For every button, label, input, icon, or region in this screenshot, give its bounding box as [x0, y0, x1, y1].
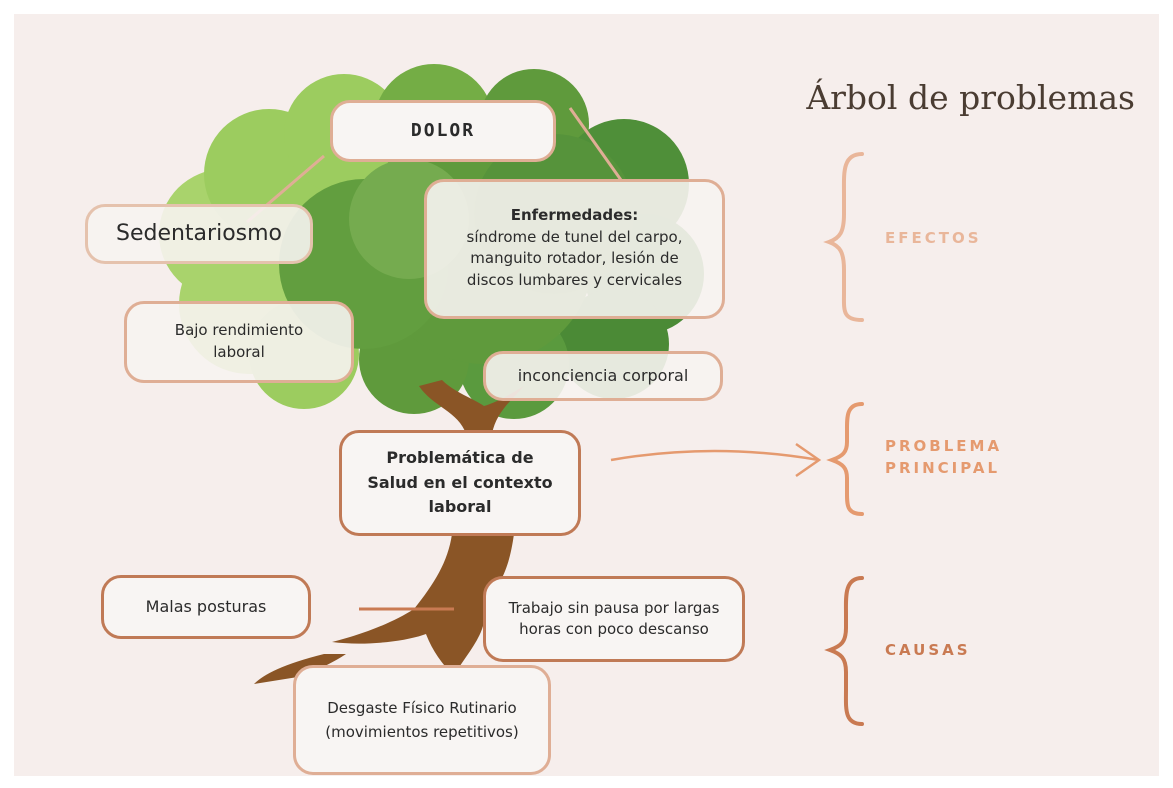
box-enfermedades: Enfermedades: síndrome de tunel del carp…: [424, 179, 725, 319]
box-inconciencia: inconciencia corporal: [483, 351, 723, 401]
tree-trunk: [419, 380, 524, 434]
brace-problema: [826, 402, 864, 516]
connector-dolor-enfermedades: [568, 107, 623, 181]
label-enfermedades-text: síndrome de tunel del carpo, manguito ro…: [466, 227, 683, 290]
label-enfermedades-title: Enfermedades:: [510, 206, 639, 225]
brace-causas: [824, 576, 864, 726]
legend-causas: CAUSAS: [885, 640, 971, 662]
label-main-problem: Problemática de Salud en el contexto lab…: [367, 447, 553, 517]
legend-problema-principal: PROBLEMA PRINCIPAL: [885, 436, 1002, 480]
box-malas-posturas: Malas posturas: [101, 575, 311, 639]
legend-efectos-text: EFECTOS: [885, 229, 982, 247]
diagram-title: Árbol de problemas: [806, 78, 1135, 117]
label-trabajo-sin-pausa: Trabajo sin pausa por largas horas con p…: [508, 599, 720, 638]
box-dolor: DOLOR: [330, 100, 556, 162]
label-malas-posturas: Malas posturas: [145, 596, 267, 616]
label-bajo-rendimiento: Bajo rendimiento laboral: [174, 321, 304, 361]
label-inconciencia: inconciencia corporal: [517, 365, 689, 385]
label-sedentarismo: Sedentariosmo: [115, 220, 283, 246]
box-sedentarismo: Sedentariosmo: [85, 204, 313, 264]
arrow-head: [795, 442, 822, 478]
legend-problema-line1: PROBLEMA: [885, 437, 1003, 455]
box-bajo-rendimiento: Bajo rendimiento laboral: [124, 301, 354, 383]
box-trabajo-sin-pausa: Trabajo sin pausa por largas horas con p…: [483, 576, 745, 662]
legend-problema-line2: PRINCIPAL: [885, 458, 1001, 477]
brace-efectos: [823, 152, 864, 322]
arrow-line: [610, 449, 820, 462]
diagram-canvas: Árbol de problemas DOLOR Sedentariosmo E…: [14, 14, 1159, 776]
legend-efectos: EFECTOS: [885, 228, 982, 250]
box-main-problem: Problemática de Salud en el contexto lab…: [339, 430, 581, 536]
tree-trunk-base: [332, 534, 554, 676]
label-desgaste: Desgaste Físico Rutinario (movimientos r…: [325, 699, 519, 741]
box-desgaste: Desgaste Físico Rutinario (movimientos r…: [293, 665, 551, 775]
legend-causas-text: CAUSAS: [885, 641, 971, 659]
label-dolor: DOLOR: [410, 120, 476, 142]
